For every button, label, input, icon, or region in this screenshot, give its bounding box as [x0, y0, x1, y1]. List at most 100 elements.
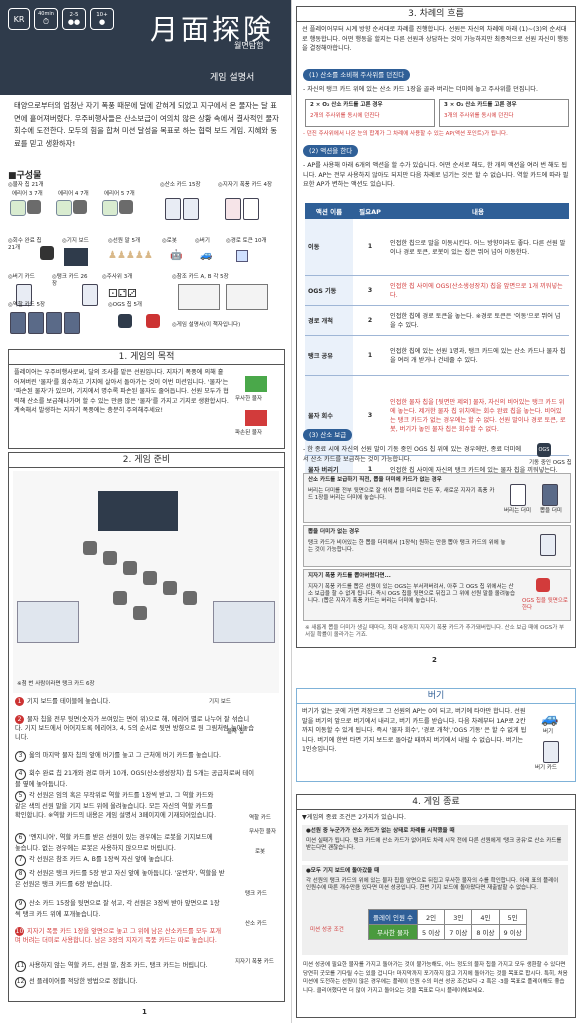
option-three-dice-title: 3 × O₂ 산소 카드를 고른 경우: [444, 102, 517, 108]
step3-footnote: ※ 새롭게 뽑을 더미가 생길 때마다, 최대 4장까지 지자기 폭풍 카드가 …: [305, 625, 565, 638]
score-count-5: 9 이상: [498, 924, 527, 940]
action-name: 탱크 공유: [305, 335, 353, 376]
goods-chip: [56, 200, 72, 216]
action-desc: 인접한 칩 사이에 OGS(산소생성장치) 칩을 앞면으로 1개 끼워넣는다.: [387, 275, 569, 306]
goods-chip: [27, 200, 41, 214]
setup-step-4-text: 회수 완료 칩 21개와 경로 마커 10개, OGS(산소생성장치) 칩 5개…: [15, 770, 255, 788]
base-board-art: [64, 248, 88, 266]
intact-goods-label: 무사한 물자: [235, 396, 263, 402]
side-label-role-card: 역할 카드: [249, 815, 271, 821]
component-robot: ◎로봇: [162, 238, 177, 244]
side-label-tank: 탱크 카드: [245, 891, 267, 897]
end2-text: 각 선원의 탱크 카드의 위에 있는 물자 칩을 앞면으로 뒤집고 무사한 물자…: [306, 878, 559, 891]
setup-step-12-text: 선 플레이어를 적당한 방법으로 정합니다.: [29, 978, 138, 985]
score-label: 미션 성공 조건: [310, 927, 344, 933]
age-badge: 10+ ●: [90, 8, 114, 30]
section-goal-body: 플레이어는 우주비행사로써, 달의 조사를 맡은 선원입니다. 지자기 폭풍에 …: [14, 369, 229, 414]
end1-text: 미션 실패가 됩니다. 탱크 카드에 산소 카드가 없어져도 차례 시작 전에 …: [306, 838, 562, 851]
step1-label: (1) 산소를 소비해 주사위를 던진다: [303, 69, 411, 81]
setup-step-1-text: 기지 보드를 테이블에 놓습니다.: [27, 698, 111, 705]
page-number-left: 1: [142, 1008, 147, 1016]
case2-title: 뽑을 더미가 없는 경우: [308, 529, 360, 535]
goods-chip: [10, 200, 26, 216]
option-two-dice: 2 × O₂ 산소 카드를 고른 경우 2개의 주사위를 동시에 던진다: [305, 99, 435, 127]
cover-header: KR 40min ⏱ 2-5 ●● 10+ ● 月面探険 월면탐험 게임 설명서: [0, 0, 291, 95]
case-storm: 지자기 폭풍 카드를 뽑아버렸다면... 지자기 폭풍 카드를 뽑은 선원이 있…: [303, 569, 571, 621]
discard-pile: [510, 484, 526, 506]
goods-chip: [73, 200, 87, 214]
setup-step-5-text: 각 선원은 임의 혹은 무작위로 역할 카드를 1장씩 받고, 그 역할 카드와…: [15, 792, 217, 819]
score-table: 플레이 인원 수 2인 3인 4인 5인 무사한 물자 5 이상 7 이상 8 …: [367, 909, 527, 940]
language-badge: KR: [8, 8, 30, 30]
end1-title: ●선원 중 누군가가 산소 카드가 없는 상태로 차례를 시작했을 때: [306, 828, 455, 834]
action-name: 경로 개척: [305, 305, 353, 336]
component-rulebook: ◎게임 설명서(이 책자입니다): [172, 322, 241, 328]
component-oxygen-cards: ◎산소 카드 15장: [160, 182, 201, 188]
right-page: 3. 차례의 흐름 선 플레이어부터 시계 방향 순서대로 차례를 진행합니다.…: [292, 0, 580, 1023]
section-end: 4. 게임 종료 ▼게임의 종료 조건은 2가지가 있습니다. ●선원 중 누군…: [296, 794, 576, 1018]
goods-chip: [133, 606, 147, 620]
buggy-card-label: 버기 카드: [535, 765, 557, 771]
component-base-board: ◎기지 보드: [62, 238, 89, 244]
action-desc: 인접한 물자 칩을 [뒷면만 제외] 물자, 자신의 비어있는 탱크 카드 위에…: [387, 375, 569, 456]
step1-text: - 자신의 탱크 카드 위에 있는 산소 카드 1장을 골라 버리는 더미에 놓…: [303, 86, 538, 93]
component-buggy: ◎버기: [195, 238, 210, 244]
header-desc: 내용: [387, 203, 569, 219]
people-icon: ●●: [67, 18, 81, 26]
score-players-2: 2인: [417, 909, 446, 925]
dice-icon: ⚀⚁⚂: [108, 287, 137, 300]
page-number-right: 2: [432, 656, 437, 664]
role-card: [10, 312, 26, 334]
option-two-dice-title: 2 × O₂ 산소 카드를 고른 경우: [310, 102, 383, 108]
age-label: 10+: [96, 12, 108, 18]
score-count-4: 8 이상: [471, 924, 500, 940]
setup-step-6: 6'엔지니어', 역할 카드를 받은 선원이 있는 경우에는 로봇을 기지보드에…: [15, 833, 213, 852]
players-label: 2-5: [69, 12, 79, 18]
setup-base-board: [98, 491, 178, 531]
reference-card-b: [226, 284, 268, 310]
action-ap: 3: [353, 275, 387, 306]
case1-text: 버리는 더미를 전부 뒷면으로 잘 섞어 뽑을 더미로 만든 후, 새로운 지자…: [308, 488, 495, 501]
component-storm-cards: ◎지자기 폭풍 카드 4장: [218, 182, 273, 188]
step3-label: (3) 산소 보급: [303, 429, 353, 441]
goods-chip: [123, 561, 137, 575]
component-crew: ◎선원 말 5개: [108, 238, 141, 244]
end-condition-1: ●선원 중 누군가가 산소 카드가 없는 상태로 차례를 시작했을 때 미션 실…: [302, 825, 568, 861]
setup-step-2-text: 물자 칩을 전부 뒷면(숫자가 쓰여있는 면이 위)으로 해, 에리어 별로 나…: [15, 716, 255, 741]
setup-step-10-text: 지자기 폭풍 카드 1장을 앞면으로 놓고 그 위에 남은 산소카드를 모두 포…: [15, 928, 222, 944]
setup-step-3-text: 옮의 마지막 물자 칩의 앞에 버기를 놓고 그 근처에 버기 카드를 놓습니다…: [29, 752, 222, 759]
buggy-icon: 🚙: [200, 250, 213, 261]
action-table: 액션 이름 필요AP 내용 이동 1 인접한 칩으로 말을 이동시킨다. 어느 …: [305, 203, 569, 484]
role-card: [28, 312, 44, 334]
case-empty-draw: 산소 카드를 보급하기 직전, 뽑을 더미에 카드가 없는 경우 버리는 더미를…: [303, 473, 571, 523]
goods-chip: [163, 581, 177, 595]
action-desc: 인접한 칩으로 말을 이동시킨다. 어느 방향이라도 좋다. 다른 선원 말이나…: [387, 219, 569, 276]
score-players-3: 3인: [444, 909, 473, 925]
component-tank-cards: ◎탱크 카드 26장: [52, 274, 88, 287]
storm-card: [225, 198, 241, 220]
table-row: 물자 회수 3 인접한 물자 칩을 [뒷면만 제외] 물자, 자신의 비어있는 …: [305, 375, 569, 456]
goods-chip: [119, 200, 133, 214]
crew-pawns-art: ♟♟♟♟♟: [108, 250, 153, 261]
score-players-header: 플레이 인원 수: [367, 909, 419, 925]
buggy-card-icon: [543, 741, 559, 763]
buggy-label: 버기: [543, 729, 554, 735]
action-ap: 3: [353, 375, 387, 456]
action-name: OGS 기동: [305, 275, 353, 306]
case3-title: 지자기 폭풍 카드를 뽑아버렸다면...: [308, 573, 391, 579]
player-area-right: [213, 601, 275, 643]
ogs-chip-broken: [146, 314, 160, 328]
broken-ogs-icon: [536, 578, 550, 592]
option-three-dice: 3 × O₂ 산소 카드를 고른 경우 3개의 주사위를 동시에 던진다: [439, 99, 569, 127]
table-row: 탱크 공유 1 인접한 칩에 있는 선원 1명과, 탱크 카드에 있는 산소 카…: [305, 335, 569, 376]
end-title: 4. 게임 종료: [297, 795, 575, 810]
action-table-header: 액션 이름 필요AP 내용: [305, 203, 569, 219]
goods-chip: [183, 591, 197, 605]
